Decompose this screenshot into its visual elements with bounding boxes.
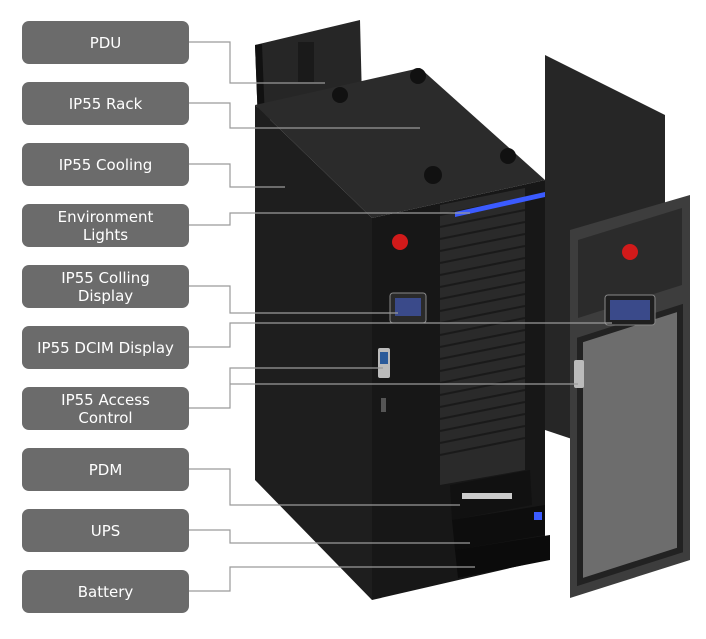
label-battery: Battery [22, 570, 189, 613]
label-ip55-cooling: IP55 Cooling [22, 143, 189, 186]
logo-icon [392, 234, 408, 250]
label-ups: UPS [22, 509, 189, 552]
glass-door [570, 195, 690, 598]
main-cabinet [255, 68, 550, 600]
light-strip [455, 192, 545, 217]
label-pdu: PDU [22, 21, 189, 64]
label-ip55-rack: IP55 Rack [22, 82, 189, 125]
label-pdm: PDM [22, 448, 189, 491]
label-environment-lights: Environment Lights [22, 204, 189, 247]
label-ip55-colling-display: IP55 Colling Display [22, 265, 189, 308]
label-ip55-access-control: IP55 Access Control [22, 387, 189, 430]
leader-lines [189, 41, 612, 592]
label-ip55-dcim-display: IP55 DCIM Display [22, 326, 189, 369]
